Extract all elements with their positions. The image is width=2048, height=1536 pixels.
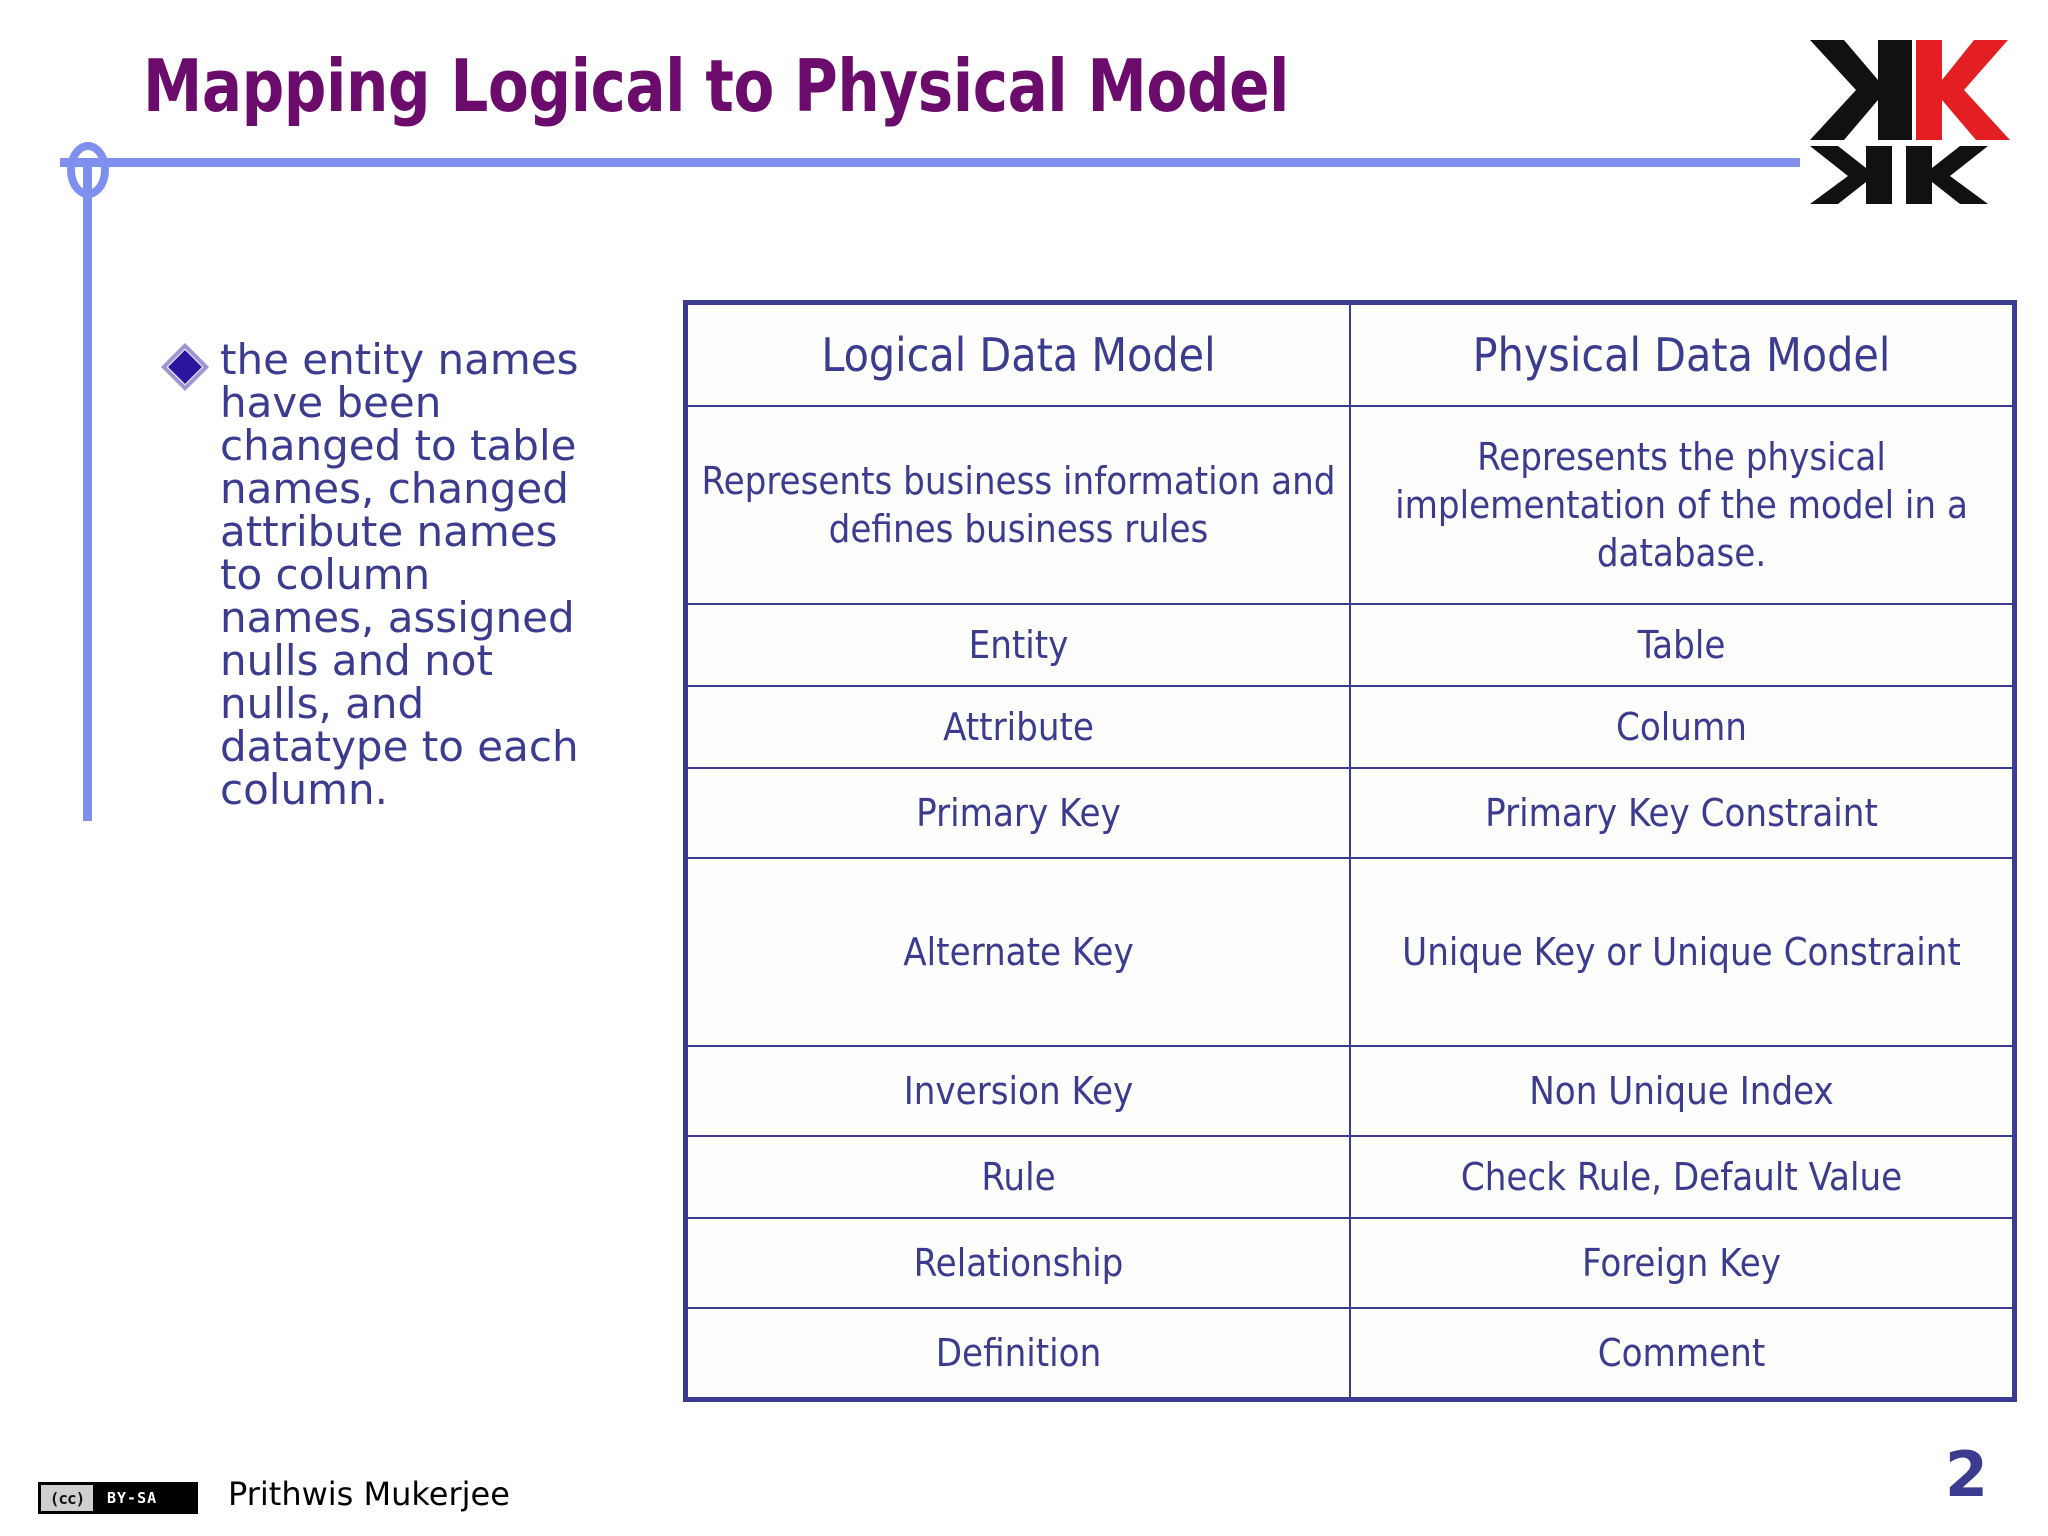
cell-physical: Check Rule, Default Value	[1349, 1135, 2016, 1219]
page-number: 2	[1944, 1438, 1988, 1511]
decorative-ellipse-icon	[67, 142, 109, 198]
table-row: Inversion Key Non Unique Index	[684, 1045, 2016, 1137]
cell-logical: Entity	[684, 603, 1351, 687]
cell-physical: Unique Key or Unique Constraint	[1349, 857, 2016, 1047]
cell-logical: Rule	[684, 1135, 1351, 1219]
table-row: Attribute Column	[684, 685, 2016, 769]
kkkk-logo	[1808, 28, 2020, 208]
cc-license-label: BY-SA	[107, 1489, 158, 1507]
cell-logical: Alternate Key	[684, 857, 1351, 1047]
cc-icon: (cc)	[41, 1485, 93, 1511]
cell-physical: Represents the physical implementation o…	[1349, 405, 2016, 605]
table-row: Primary Key Primary Key Constraint	[684, 767, 2016, 859]
cell-logical: Definition	[684, 1307, 1351, 1401]
cell-logical: Primary Key	[684, 767, 1351, 859]
cell-physical: Foreign Key	[1349, 1217, 2016, 1309]
author-label: Prithwis Mukerjee	[228, 1475, 510, 1513]
cell-physical: Non Unique Index	[1349, 1045, 2016, 1137]
bullet-item-label: the entity names have been changed to ta…	[220, 335, 579, 814]
bullet-list-item: the entity names have been changed to ta…	[160, 335, 588, 814]
cell-physical: Column	[1349, 685, 2016, 769]
table-header-row: Logical Data Model Physical Data Model	[684, 301, 2016, 407]
column-header-physical: Physical Data Model	[1349, 301, 2016, 407]
table-row: Alternate Key Unique Key or Unique Const…	[684, 857, 2016, 1047]
header-divider-horizontal-line	[60, 158, 1800, 167]
table-row: Rule Check Rule, Default Value	[684, 1135, 2016, 1219]
table-row: Entity Table	[684, 603, 2016, 687]
cell-logical: Inversion Key	[684, 1045, 1351, 1137]
cell-logical: Relationship	[684, 1217, 1351, 1309]
logical-vs-physical-table: Logical Data Model Physical Data Model R…	[683, 300, 2017, 1402]
table-row: Relationship Foreign Key	[684, 1217, 2016, 1309]
table-row: Represents business information and defi…	[684, 405, 2016, 605]
cell-physical: Primary Key Constraint	[1349, 767, 2016, 859]
column-header-logical: Logical Data Model	[684, 301, 1351, 407]
creative-commons-badge[interactable]: (cc) BY-SA	[38, 1482, 198, 1514]
page-title: Mapping Logical to Physical Model	[143, 44, 1290, 128]
sidebar-vertical-accent-line	[83, 158, 92, 821]
cell-logical: Represents business information and defi…	[684, 405, 1351, 605]
cell-physical: Table	[1349, 603, 2016, 687]
diamond-bullet-icon	[160, 342, 210, 392]
table-row: Definition Comment	[684, 1307, 2016, 1401]
cell-logical: Attribute	[684, 685, 1351, 769]
cell-physical: Comment	[1349, 1307, 2016, 1401]
